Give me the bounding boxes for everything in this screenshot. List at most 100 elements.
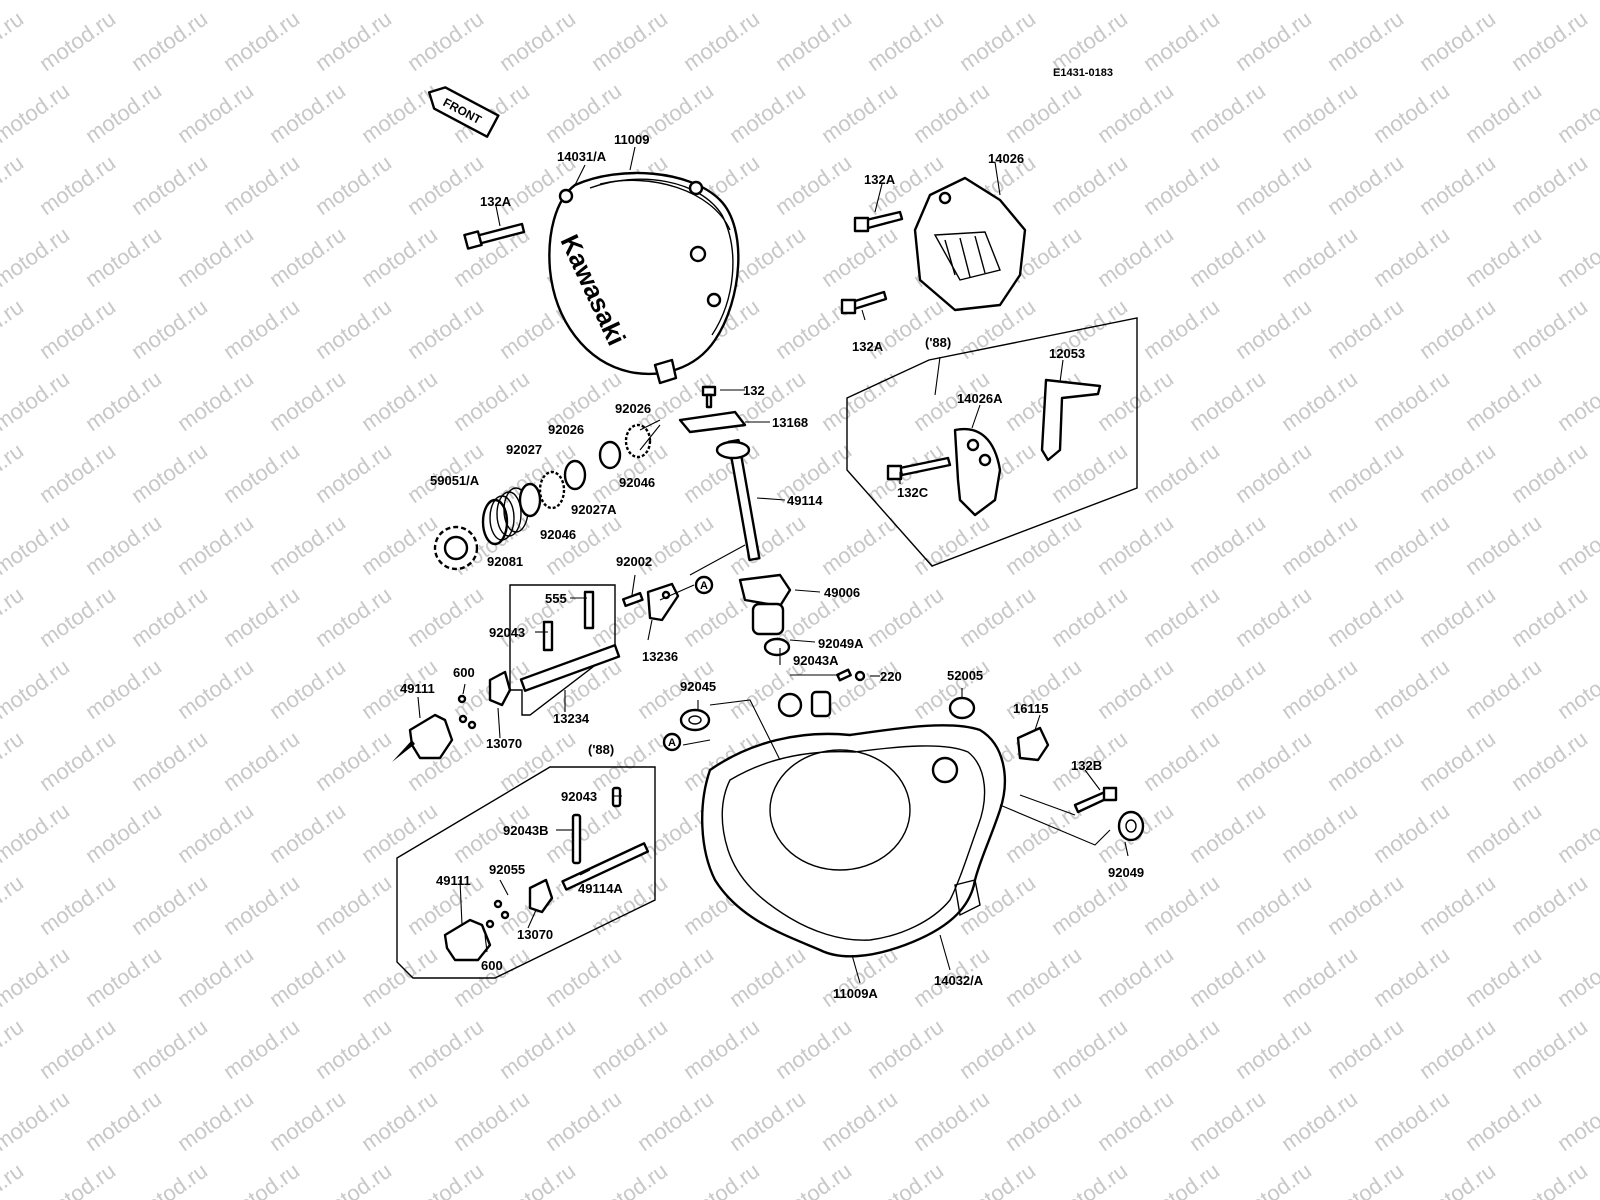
watermark-text: motod.ru — [0, 150, 28, 220]
watermark-text: motod.ru — [357, 942, 442, 1012]
watermark-text: motod.ru — [219, 150, 304, 220]
watermark-text: motod.ru — [311, 582, 396, 652]
watermark-text: motod.ru — [633, 1086, 718, 1156]
watermark-text: motod.ru — [955, 1158, 1040, 1200]
part-label: 14026A — [957, 391, 1003, 406]
part-label: 49114 — [787, 493, 823, 508]
watermark-text: motod.ru — [357, 366, 442, 436]
bolt-132a-lower — [840, 290, 888, 315]
watermark-text: motod.ru — [725, 0, 810, 4]
variant-88-box-lower — [396, 766, 656, 979]
watermark-text: motod.ru — [1507, 582, 1592, 652]
watermark-text: motod.ru — [1553, 366, 1600, 436]
watermark-text: motod.ru — [909, 0, 994, 4]
watermark-text: motod.ru — [1553, 1086, 1600, 1156]
watermark-text: motod.ru — [909, 78, 994, 148]
plate-13168 — [678, 410, 747, 434]
watermark-text: motod.ru — [1185, 0, 1270, 4]
bolt-132b — [1073, 786, 1118, 814]
watermark-text: motod.ru — [1415, 438, 1500, 508]
part-label: 132A — [864, 172, 896, 187]
watermark-text: motod.ru — [1185, 222, 1270, 292]
watermark-text: motod.ru — [1231, 150, 1316, 220]
cap-16115 — [1016, 726, 1050, 762]
part-labels: E1431-0183 11009 14031/A 132A 132A 132A … — [400, 67, 1144, 1001]
watermark-text: motod.ru — [127, 150, 212, 220]
watermark-text: motod.ru — [1139, 1014, 1224, 1084]
watermark-text: motod.ru — [1507, 1014, 1592, 1084]
watermark-text: motod.ru — [1047, 582, 1132, 652]
watermark-text: motod.ru — [1185, 798, 1270, 868]
watermark-text: motod.ru — [1139, 726, 1224, 796]
watermark-text: motod.ru — [81, 222, 166, 292]
watermark-text: motod.ru — [1323, 150, 1408, 220]
watermark-text: motod.ru — [0, 222, 74, 292]
watermark-text: motod.ru — [311, 726, 396, 796]
watermark-text: motod.ru — [1277, 1086, 1362, 1156]
watermark-text: motod.ru — [403, 294, 488, 364]
variant-label-lower: ('88) — [588, 742, 614, 757]
watermark-text: motod.ru — [1415, 1158, 1500, 1200]
watermark-text: motod.ru — [1461, 942, 1546, 1012]
watermark-text: motod.ru — [311, 438, 396, 508]
watermark-text: motod.ru — [0, 942, 74, 1012]
clutch-cover: Kawasaki — [548, 171, 740, 385]
watermark-text: motod.ru — [1507, 294, 1592, 364]
watermark-text: motod.ru — [1277, 654, 1362, 724]
watermark-text: motod.ru — [1231, 438, 1316, 508]
part-label: 13070 — [517, 927, 553, 942]
watermark-text: motod.ru — [81, 510, 166, 580]
watermark-text: motod.ru — [1323, 1158, 1408, 1200]
watermark-text: motod.ru — [0, 726, 28, 796]
diagram-code: E1431-0183 — [1053, 67, 1113, 79]
watermark-text: motod.ru — [495, 1158, 580, 1200]
watermark-text: motod.ru — [311, 150, 396, 220]
watermark-text: motod.ru — [219, 6, 304, 76]
watermark-text: motod.ru — [1093, 222, 1178, 292]
plug-52005 — [948, 696, 976, 720]
watermark-text: motod.ru — [679, 1158, 764, 1200]
part-label: 49114A — [578, 881, 623, 896]
part-label: 14026 — [988, 151, 1024, 166]
watermark-text: motod.ru — [127, 294, 212, 364]
watermark-text: motod.ru — [265, 654, 350, 724]
watermark-text: motod.ru — [311, 1158, 396, 1200]
ring-92049a — [763, 637, 791, 657]
watermark-text: motod.ru — [0, 1086, 74, 1156]
watermark-text: motod.ru — [1277, 222, 1362, 292]
watermark-text: motod.ru — [1553, 510, 1600, 580]
watermark-text: motod.ru — [1369, 366, 1454, 436]
watermark-text: motod.ru — [1277, 510, 1362, 580]
watermark-text: motod.ru — [173, 942, 258, 1012]
watermark-text: motod.ru — [1553, 654, 1600, 724]
watermark-text: motod.ru — [1461, 78, 1546, 148]
watermark-text: motod.ru — [403, 1014, 488, 1084]
watermark-text: motod.ru — [311, 870, 396, 940]
watermark-text: motod.ru — [1323, 870, 1408, 940]
part-label: 92026 — [548, 422, 584, 437]
watermark-text: motod.ru — [679, 6, 764, 76]
part-label: 92049 — [1108, 865, 1144, 880]
variant-88-box-right — [846, 317, 1138, 567]
part-label: 92027A — [571, 502, 617, 517]
bolt-132a-left — [463, 222, 526, 250]
watermark-text: motod.ru — [1553, 78, 1600, 148]
crankcase-cover-11009a — [701, 690, 1007, 958]
svg-text:A: A — [668, 737, 676, 749]
watermark-text: motod.ru — [265, 366, 350, 436]
bolt-132a-upper — [853, 210, 904, 233]
watermark-text: motod.ru — [1369, 0, 1454, 4]
watermark-text: motod.ru — [1461, 798, 1546, 868]
watermark-text: motod.ru — [1093, 0, 1178, 4]
part-label: 49111 — [436, 873, 471, 888]
watermark-text: motod.ru — [771, 6, 856, 76]
watermark-text: motod.ru — [0, 366, 74, 436]
shift-arm-49006 — [738, 573, 792, 636]
watermark-text: motod.ru — [403, 6, 488, 76]
watermark-text: motod.ru — [219, 726, 304, 796]
watermark-text: motod.ru — [1369, 654, 1454, 724]
watermark-text: motod.ru — [1185, 366, 1270, 436]
watermark-text: motod.ru — [1461, 1086, 1546, 1156]
watermark-text: motod.ru — [1461, 366, 1546, 436]
